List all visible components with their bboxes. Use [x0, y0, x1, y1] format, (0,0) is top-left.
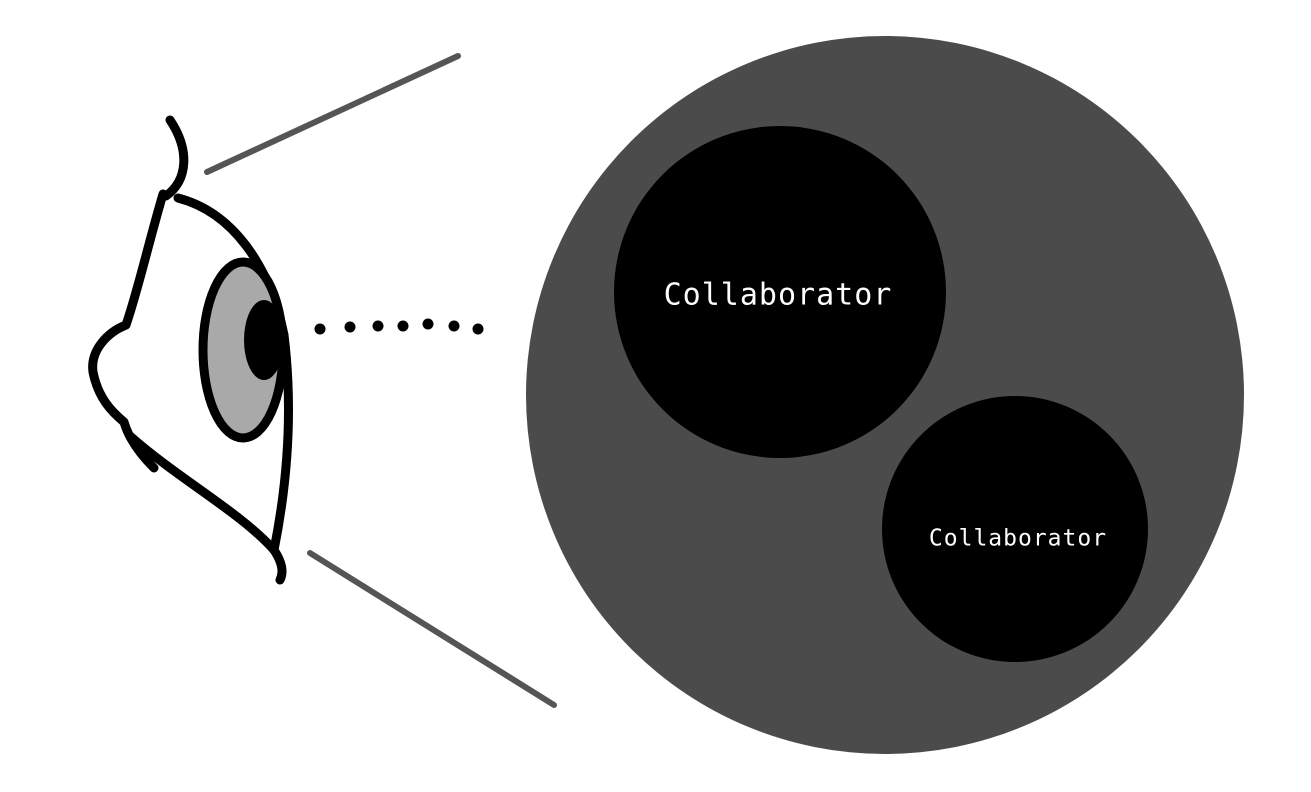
gaze-dot	[422, 318, 434, 330]
collaborator-node: Collaborator	[882, 396, 1148, 662]
gaze-dot	[344, 321, 356, 333]
collaborator-label: Collaborator	[929, 526, 1107, 552]
face-profile-line	[88, 189, 168, 473]
gaze-dot	[372, 320, 384, 332]
eye-icon	[88, 115, 294, 585]
gaze-dot	[397, 320, 409, 332]
collaborator-node: Collaborator	[614, 126, 946, 458]
sight-line-top	[204, 53, 461, 175]
lower-eyelid	[125, 431, 279, 555]
brow-line	[161, 115, 189, 201]
gaze-dot	[314, 323, 326, 335]
cornea-line	[269, 330, 294, 585]
collaborator-label: Collaborator	[664, 278, 893, 313]
collaborator-circle	[882, 396, 1148, 662]
pupil	[244, 300, 284, 380]
sight-line-bottom	[307, 550, 557, 708]
collaborator-circle	[614, 126, 946, 458]
gaze-dot	[448, 320, 460, 332]
gaze-dot	[472, 323, 484, 335]
gaze-dots	[314, 318, 484, 335]
